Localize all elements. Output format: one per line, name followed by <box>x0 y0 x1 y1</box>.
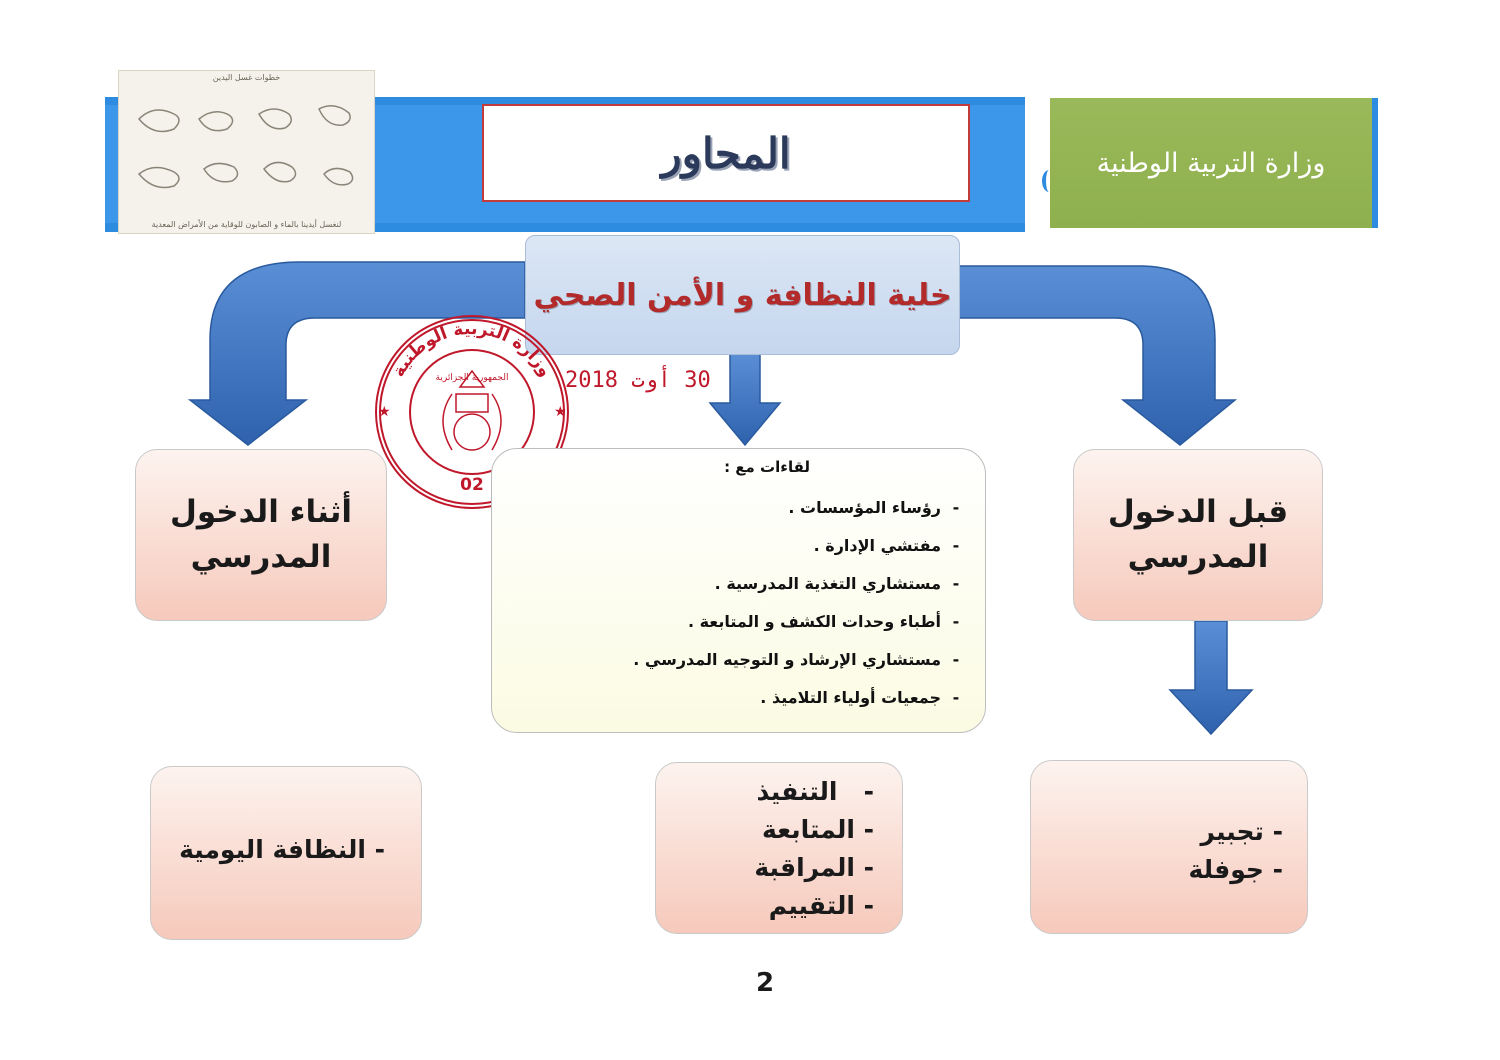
list-item: -أطباء وحدات الكشف و المتابعة . <box>687 612 960 631</box>
svg-text:★: ★ <box>554 404 567 420</box>
equipment-box: - تجبير - جوفلة <box>1030 760 1308 934</box>
ministry-bracket-decoration <box>1042 170 1056 192</box>
ministry-name: وزارة التربية الوطنية <box>1096 147 1326 179</box>
handwashing-caption-top: خطوات غسل اليدين <box>212 73 281 82</box>
execution-steps-box: - التنفيذ - المتابعة - المراقبة - التقيي… <box>655 762 903 934</box>
stamp-emblem-icon <box>442 369 502 451</box>
meetings-header: لقاءات مع : <box>724 458 810 476</box>
list-item: -مستشاري التغذية المدرسية . <box>714 574 960 593</box>
page-title-box: المحاور <box>482 104 970 202</box>
page-number: 2 <box>755 968 775 998</box>
list-item: - التقييم <box>768 891 874 920</box>
stamp-number: 02 <box>460 475 484 495</box>
before-school-entry-title: قبل الدخول المدرسي <box>1107 494 1289 575</box>
meetings-box: -رؤساء المؤسسات . -مفتشي الإدارة . -مستش… <box>491 448 986 733</box>
daily-cleaning-box: - النظافة اليومية <box>150 766 422 940</box>
svg-text:★: ★ <box>378 404 391 420</box>
handwashing-steps-icon <box>137 105 354 189</box>
meetings-list: -رؤساء المؤسسات . -مفتشي الإدارة . -مستش… <box>633 489 971 717</box>
arrow-right-lower <box>1168 620 1254 736</box>
list-item: - جوفلة <box>1188 855 1283 884</box>
ministry-box: وزارة التربية الوطنية <box>1050 98 1378 228</box>
list-item: -مفتشي الإدارة . <box>813 536 960 555</box>
list-item: - تجبير <box>1200 817 1283 846</box>
list-item: -جمعيات أولياء التلاميذ . <box>760 688 960 707</box>
cell-box: خلية النظافة و الأمن الصحي <box>525 235 960 355</box>
list-item: -مستشاري الإرشاد و التوجيه المدرسي . <box>633 650 960 669</box>
list-item: - المتابعة <box>761 815 874 844</box>
list-item: - النظافة اليومية <box>179 835 385 864</box>
stamp-date: 30 أوت 2018 <box>565 368 711 393</box>
during-school-entry-box: أثناء الدخول المدرسي <box>135 449 387 621</box>
list-item: -رؤساء المؤسسات . <box>788 498 960 517</box>
handwashing-image: خطوات غسل اليدين لنغسل أيدينا بالماء و ا… <box>118 70 375 234</box>
before-school-entry-box: قبل الدخول المدرسي <box>1073 449 1323 621</box>
arrow-right <box>957 265 1238 446</box>
cell-title: خلية النظافة و الأمن الصحي <box>533 277 952 313</box>
official-stamp: وزارة التربية الوطنية ★ ★ الجمهورية الجز… <box>375 315 569 509</box>
arrow-center <box>708 352 782 447</box>
list-item: - التنفيذ <box>756 777 874 806</box>
list-item: - المراقبة <box>754 853 874 882</box>
during-school-entry-title: أثناء الدخول المدرسي <box>169 494 353 575</box>
page-title: المحاور <box>661 128 791 178</box>
arrow-left <box>187 261 526 446</box>
stamp-inner-text: الجمهورية الجزائرية <box>436 373 509 383</box>
handwashing-caption-bottom: لنغسل أيدينا بالماء و الصابون للوقاية من… <box>151 220 342 229</box>
